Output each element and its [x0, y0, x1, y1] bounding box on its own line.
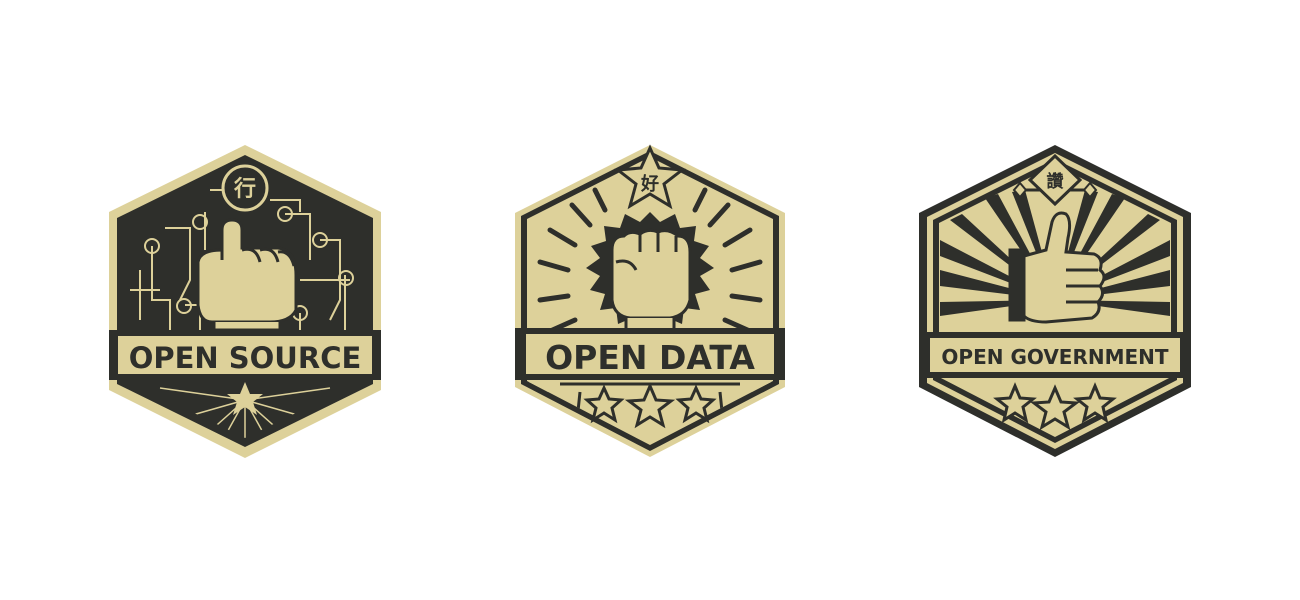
- open-source-banner: OPEN SOURCE: [109, 330, 381, 380]
- emblem-circle: [221, 164, 269, 212]
- star-icon: [1073, 382, 1117, 424]
- open-source-badge: 行 OPEN SOURCE: [109, 145, 381, 458]
- open-source-label: OPEN SOURCE: [129, 341, 362, 375]
- star-icon: [1029, 384, 1081, 431]
- top-diamond-emblem: 讚: [1012, 153, 1098, 207]
- open-data-badge: 好 OPEN DATA: [515, 144, 785, 457]
- open-government-label: OPEN GOVERNMENT: [941, 345, 1168, 369]
- top-star-icon: [614, 144, 686, 210]
- open-government-badge: 讚 OPEN GOVERNMENT: [919, 145, 1191, 457]
- thumbs-up-icon: [1008, 211, 1106, 324]
- raised-fist-icon: [610, 228, 692, 332]
- star-icon: [675, 384, 717, 424]
- star-icon: [624, 382, 676, 429]
- open-data-label: OPEN DATA: [545, 338, 755, 377]
- star-icon: [583, 384, 625, 424]
- sunburst-rays: [537, 187, 763, 335]
- star-icon: [227, 382, 263, 415]
- emblem-character: 好: [640, 173, 659, 195]
- emblem-character: 行: [233, 176, 256, 202]
- open-government-banner: OPEN GOVERNMENT: [922, 332, 1188, 378]
- open-data-banner: OPEN DATA: [515, 328, 785, 380]
- emblem-character: 讚: [1047, 171, 1064, 192]
- star-icon: [993, 382, 1037, 424]
- pointing-fist-icon: [196, 218, 298, 332]
